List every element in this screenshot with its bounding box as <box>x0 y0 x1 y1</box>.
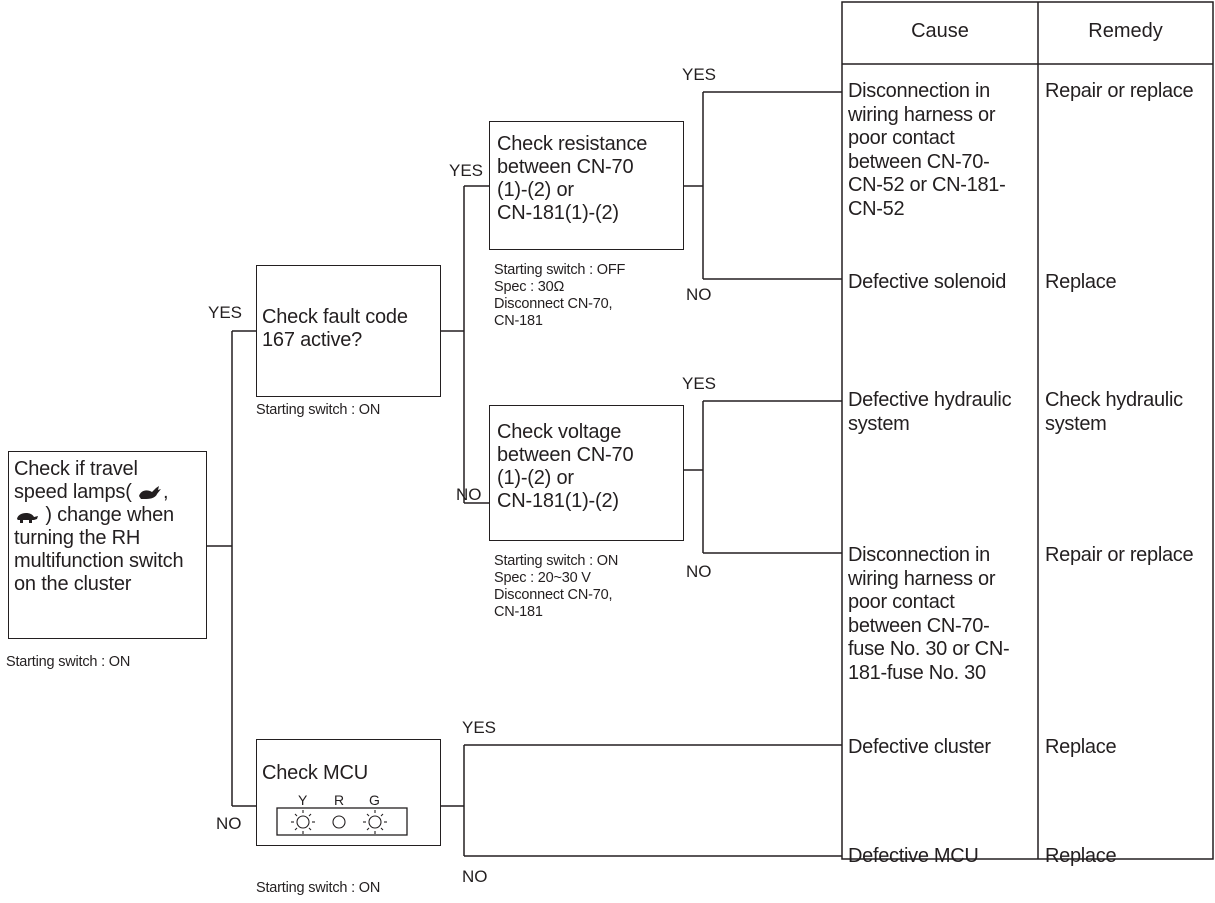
note-line: CN-181 <box>494 604 543 620</box>
no-label-solenoid: NO <box>686 285 712 304</box>
mcu-condition-note: Starting switch : ON <box>256 880 381 896</box>
voltage-check-box <box>489 405 684 541</box>
start-line: Check if travel <box>14 458 138 480</box>
cause-mcu: Defective MCU <box>848 845 979 867</box>
resistance-line: (1)-(2) or <box>497 179 574 201</box>
remedy-line: Check hydraulic <box>1045 389 1183 411</box>
voltage-line: Check voltage <box>497 421 622 443</box>
yes-label-cluster: YES <box>462 718 497 737</box>
cause-cluster: Defective cluster <box>848 736 991 758</box>
cause-line: wiring harness or <box>848 103 996 126</box>
resistance-check-text: Check resistance between CN-70 (1)-(2) o… <box>497 133 647 225</box>
voltage-line: CN-181(1)-(2) <box>497 490 619 512</box>
start-line: on the cluster <box>14 573 132 595</box>
cause-line: wiring harness or <box>848 567 996 590</box>
cause-line: poor contact <box>848 591 955 613</box>
start-line-change: ) change when <box>45 504 174 526</box>
no-label-mcu: NO <box>216 814 242 833</box>
note-line: Disconnect CN-70, <box>494 296 613 312</box>
note-line: Spec : 30Ω <box>494 279 565 295</box>
rabbit-icon <box>139 485 162 499</box>
led-label-y: Y <box>298 792 308 808</box>
note-line: Starting switch : OFF <box>494 262 626 278</box>
fault-line: 167 active? <box>262 329 363 351</box>
remedy-repair-2: Repair or replace <box>1045 544 1194 566</box>
cause-line: CN-52 or CN-181- <box>848 174 1006 196</box>
voltage-check-text: Check voltage between CN-70 (1)-(2) or C… <box>497 421 634 513</box>
cause-line: 181-fuse No. 30 <box>848 661 986 684</box>
fault-code-box <box>256 265 441 397</box>
cause-line: between CN-70- <box>848 614 990 637</box>
resistance-line: Check resistance <box>497 133 648 155</box>
cause-harness-cn52: Disconnection in wiring harness or poor … <box>848 80 1006 221</box>
start-comma: , <box>163 481 169 503</box>
remedy-replace-mcu: Replace <box>1045 845 1117 867</box>
yes-label-harness: YES <box>682 65 717 84</box>
led-label-r: R <box>334 792 345 808</box>
no-label-mcu-defect: NO <box>462 867 488 886</box>
cause-solenoid: Defective solenoid <box>848 271 1007 293</box>
fault-condition-note: Starting switch : ON <box>256 402 381 418</box>
resistance-line: CN-181(1)-(2) <box>497 202 619 224</box>
note-line: Spec : 20~30 V <box>494 570 591 586</box>
led-y-blinking-icon <box>291 810 315 834</box>
cause-line: poor contact <box>848 127 955 149</box>
note-line: Starting switch : ON <box>494 553 619 569</box>
header-cause: Cause <box>911 20 969 42</box>
cause-line: Disconnection in <box>848 80 990 102</box>
cause-line: Defective hydraulic <box>848 389 1012 411</box>
voltage-line: (1)-(2) or <box>497 467 574 489</box>
cause-line: fuse No. 30 or CN- <box>848 638 1010 660</box>
start-condition-note: Starting switch : ON <box>6 654 131 670</box>
no-label-voltage: NO <box>456 485 482 504</box>
remedy-hydraulic: Check hydraulic system <box>1045 389 1183 436</box>
start-line: ) change when <box>14 504 206 527</box>
voltage-line: between CN-70 <box>497 444 634 466</box>
cause-hydraulic: Defective hydraulic system <box>848 389 1012 436</box>
start-line: speed lamps( , <box>14 481 206 504</box>
remedy-repair-1: Repair or replace <box>1045 80 1194 102</box>
note-line: CN-181 <box>494 313 543 329</box>
led-g-blinking-icon <box>363 810 387 834</box>
start-line-lamps: speed lamps( <box>14 481 132 503</box>
yes-label-resistance: YES <box>449 161 484 180</box>
fault-line: Check fault code <box>262 306 408 328</box>
no-label-fuse: NO <box>686 562 712 581</box>
led-label-g: G <box>369 792 380 808</box>
remedy-replace-cluster: Replace <box>1045 736 1117 758</box>
fault-code-text: Check fault code 167 active? <box>262 306 408 352</box>
start-check-box <box>8 451 207 639</box>
voltage-notes: Starting switch : ON Spec : 20~30 V Disc… <box>494 553 618 621</box>
cause-line: Disconnection in <box>848 544 990 566</box>
cause-line: system <box>848 412 910 435</box>
resistance-check-box <box>489 121 684 250</box>
cause-line: CN-52 <box>848 197 905 220</box>
mcu-led-panel <box>276 807 408 836</box>
cause-harness-fuse30: Disconnection in wiring harness or poor … <box>848 544 1010 685</box>
turtle-icon <box>17 512 38 523</box>
resistance-notes: Starting switch : OFF Spec : 30Ω Disconn… <box>494 262 625 330</box>
led-r-off-icon <box>332 815 346 829</box>
note-line: Disconnect CN-70, <box>494 587 613 603</box>
start-line: turning the RH <box>14 527 141 549</box>
remedy-line: system <box>1045 412 1107 435</box>
header-remedy: Remedy <box>1088 20 1163 42</box>
yes-label-hydraulic: YES <box>682 374 717 393</box>
resistance-line: between CN-70 <box>497 156 634 178</box>
yes-label-fault: YES <box>208 303 243 322</box>
remedy-replace-solenoid: Replace <box>1045 271 1117 293</box>
start-line: multifunction switch <box>14 550 184 572</box>
start-check-text: Check if travel speed lamps( , ) change … <box>14 458 206 596</box>
mcu-check-title: Check MCU <box>262 762 368 784</box>
cause-line: between CN-70- <box>848 150 990 173</box>
